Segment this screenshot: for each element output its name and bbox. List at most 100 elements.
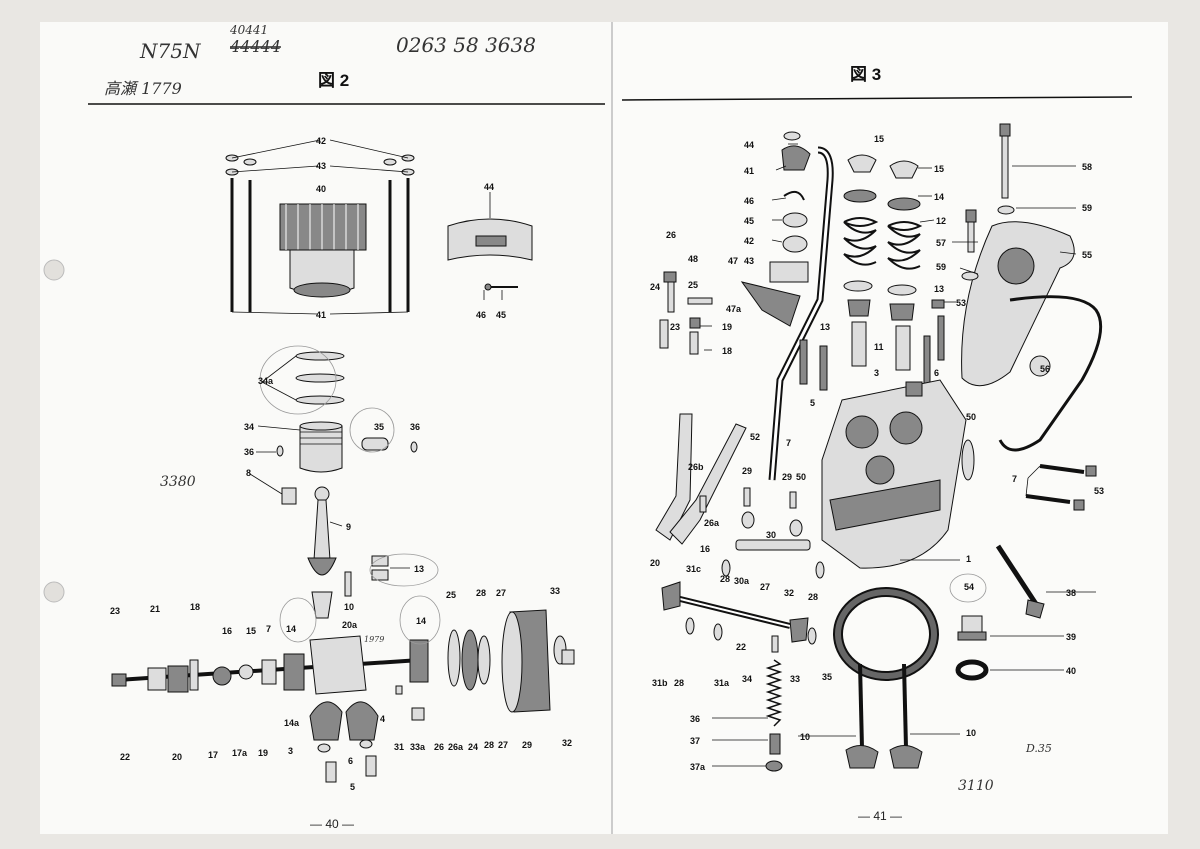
label-20: 20 [172,752,182,762]
label-53-top: 53 [956,298,966,308]
label-53-bottom: 53 [1094,486,1104,496]
label-41: 41 [316,310,326,320]
label-14a: 14a [284,718,300,728]
label-28-mid: 28 [720,574,730,584]
pencil-note-3380: 3380 [160,474,196,490]
label-6: 6 [348,756,353,766]
label-7-left: 7 [786,438,791,448]
label-52: 52 [750,432,760,442]
label-31b: 31b [652,678,668,688]
label-1: 1 [966,554,971,564]
label-28-right: 28 [808,592,818,602]
label-10-right: 10 [966,728,976,738]
label-46: 46 [476,310,486,320]
label-48: 48 [688,254,698,264]
label-32: 32 [784,588,794,598]
label-11: 11 [874,342,884,352]
label-44: 44 [484,182,494,192]
label-34a: 34a [258,376,274,386]
label-23: 23 [670,322,680,332]
label-3: 3 [288,746,293,756]
label-40: 40 [1066,666,1076,676]
label-16: 16 [700,544,710,554]
label-47a: 47a [726,304,742,314]
label-25: 25 [688,280,698,290]
label-19: 19 [258,748,268,758]
figure-3-title: 図 3 [850,65,881,84]
label-19: 19 [722,322,732,332]
label-3: 3 [874,368,879,378]
label-15: 15 [246,626,256,636]
label-13: 13 [414,564,424,574]
label-28-bottom: 28 [484,740,494,750]
label-40: 40 [316,184,326,194]
label-25: 25 [446,590,456,600]
label-22: 22 [736,642,746,652]
label-59-top: 59 [1082,203,1092,213]
pencil-note-d35: D.35 [1025,742,1052,755]
label-13-right: 13 [934,284,944,294]
fig2-drawing [111,139,575,783]
label-31c: 31c [686,564,701,574]
binder-hole-bottom [43,581,65,603]
label-30a: 30a [734,576,750,586]
pencil-note-1979: 1979 [364,635,384,644]
label-23: 23 [110,606,120,616]
label-28-bottom: 28 [674,678,684,688]
label-56: 56 [1040,364,1050,374]
label-26b: 26b [688,462,704,472]
label-15-top: 15 [874,134,884,144]
label-34: 34 [244,422,254,432]
handwriting-name: 高瀬 1779 [104,79,182,98]
label-29-left: 29 [742,466,752,476]
fig2-labels: 42 43 40 41 44 46 45 34a 34 35 36 36 8 9… [110,136,572,792]
label-33a: 33a [410,742,426,752]
label-37a: 37a [690,762,706,772]
label-26: 26 [434,742,444,752]
label-7-right: 7 [1012,474,1017,484]
label-20a: 20a [342,620,358,630]
label-18: 18 [722,346,732,356]
label-29-mid: 29 [782,472,792,482]
label-26a: 26a [704,518,720,528]
label-50-mid: 50 [796,472,806,482]
label-27-bottom: 27 [498,740,508,750]
label-14-left: 14 [286,624,296,634]
label-55: 55 [1082,250,1092,260]
label-27: 27 [760,582,770,592]
label-42: 42 [316,136,326,146]
label-10: 10 [344,602,354,612]
label-58: 58 [1082,162,1092,172]
label-9: 9 [346,522,351,532]
label-8: 8 [246,468,251,478]
label-17a: 17a [232,748,248,758]
label-26a: 26a [448,742,464,752]
label-36-left: 36 [244,447,254,457]
label-35: 35 [822,672,832,682]
label-24: 24 [650,282,660,292]
label-59-mid: 59 [936,262,946,272]
label-5: 5 [810,398,815,408]
handwriting-phone: 0263 58 3638 [396,33,536,57]
binder-hole-top [43,259,65,281]
label-14-right: 14 [416,616,426,626]
label-27-top: 27 [496,588,506,598]
label-50-right: 50 [966,412,976,422]
label-4: 4 [380,714,385,724]
label-12: 12 [936,216,946,226]
label-20: 20 [650,558,660,568]
label-33: 33 [790,674,800,684]
label-29: 29 [522,740,532,750]
label-33: 33 [550,586,560,596]
label-47: 47 [728,256,738,266]
figure-2-title: 図 2 [318,71,349,90]
label-17: 17 [208,750,218,760]
page-number-left: — 40 — [310,817,354,831]
label-35: 35 [374,422,384,432]
handwriting-number-struck: 44444 [229,37,281,56]
label-54: 54 [964,582,974,592]
label-39: 39 [1066,632,1076,642]
label-10-left: 10 [800,732,810,742]
handwriting-number-top: 40441 [229,23,268,37]
